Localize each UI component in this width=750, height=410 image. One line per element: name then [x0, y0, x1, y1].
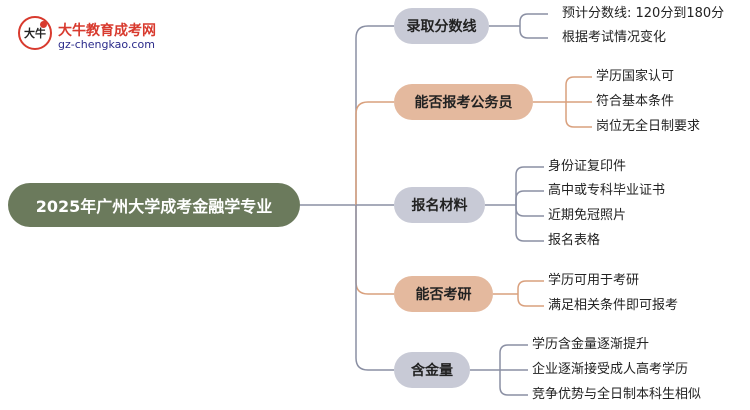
leaf-item: 根据考试情况变化	[562, 30, 667, 45]
logo-badge-char: 大牛	[24, 27, 46, 40]
logo-badge-icon: 大牛	[18, 16, 52, 50]
branch-value: 含金量	[394, 352, 470, 388]
leaf-item: 岗位无全日制要求	[596, 119, 701, 134]
branch-application-materials: 报名材料	[394, 187, 485, 223]
root-node: 2025年广州大学成考金融学专业	[8, 183, 300, 227]
branch-postgraduate: 能否考研	[394, 276, 493, 312]
leaf-item: 竞争优势与全日制本科生相似	[532, 387, 702, 402]
leaf-item: 符合基本条件	[596, 94, 675, 109]
leaf-item: 学历含金量逐渐提升	[532, 337, 650, 352]
leaf-item: 预计分数线: 120分到180分	[562, 6, 725, 21]
site-logo[interactable]: 大牛 大牛教育成考网 gz-chengkao.com	[14, 16, 164, 56]
leaf-item: 身份证复印件	[548, 159, 627, 174]
leaf-item: 报名表格	[548, 233, 601, 248]
leaf-item: 高中或专科毕业证书	[548, 183, 666, 198]
branch-admission-score: 录取分数线	[394, 8, 489, 44]
leaf-item: 学历国家认可	[596, 69, 675, 84]
branch-civil-servant: 能否报考公务员	[394, 84, 533, 120]
leaf-item: 学历可用于考研	[548, 273, 640, 288]
logo-url: gz-chengkao.com	[58, 38, 155, 51]
leaf-item: 企业逐渐接受成人高考学历	[532, 362, 689, 377]
leaf-item: 满足相关条件即可报考	[548, 298, 679, 313]
logo-name: 大牛教育成考网	[58, 23, 156, 39]
leaf-item: 近期免冠照片	[548, 208, 627, 223]
